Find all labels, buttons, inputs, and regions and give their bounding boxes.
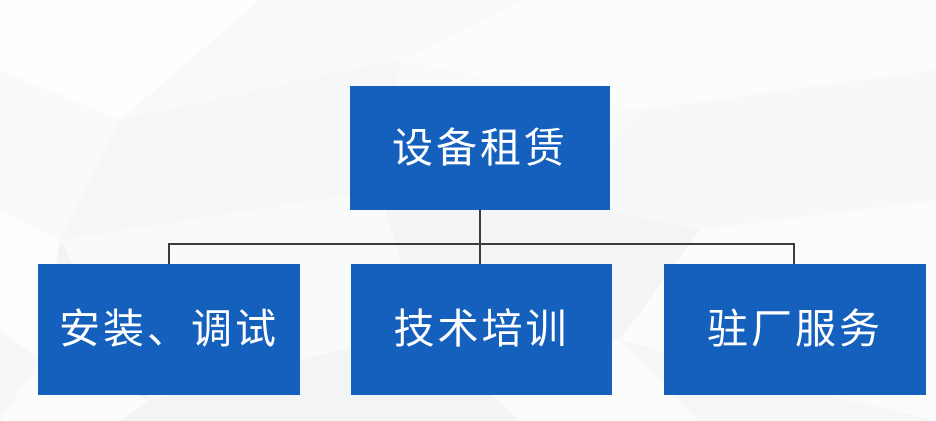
node-child-onsite[interactable]: 驻厂服务 [664,264,926,395]
node-child-training[interactable]: 技术培训 [351,264,612,395]
node-child-install[interactable]: 安装、调试 [38,264,300,395]
connector-root-stem [479,210,481,244]
connector-horizontal-bar [168,243,795,245]
node-child-install-label: 安装、调试 [59,306,279,352]
node-root[interactable]: 设备租赁 [350,86,610,210]
node-root-label: 设备租赁 [392,124,568,171]
connector-drop-middle [479,243,481,265]
connector-drop-right [793,243,795,265]
node-child-training-label: 技术培训 [393,306,570,352]
node-child-onsite-label: 驻厂服务 [707,306,883,352]
connector-drop-left [168,243,170,265]
